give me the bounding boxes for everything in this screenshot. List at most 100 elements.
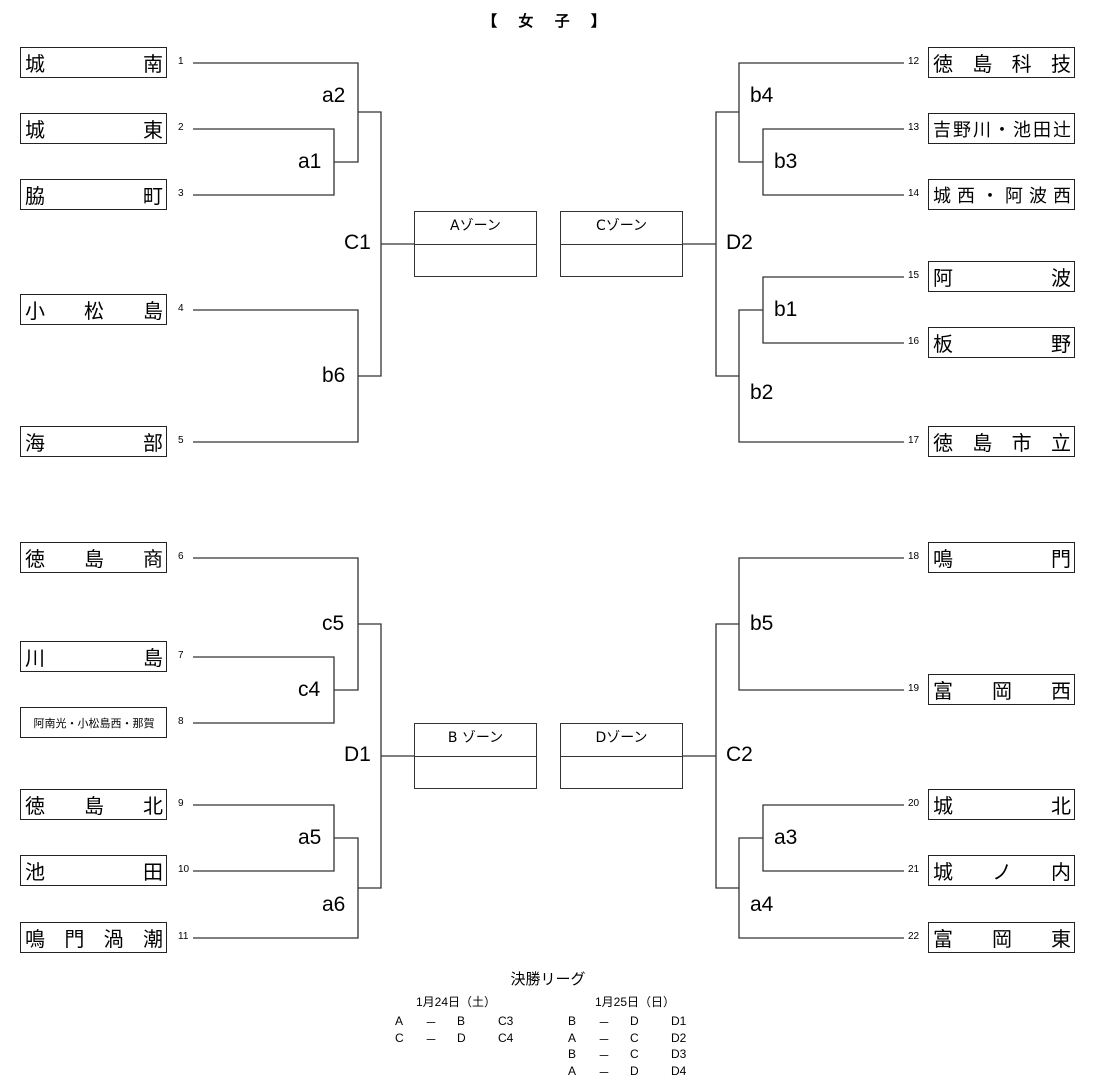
team-box: 城ノ内 (928, 855, 1075, 886)
team-name-char: 松 (84, 299, 104, 323)
seed-number: 18 (908, 551, 920, 562)
team-name-char: 町 (143, 184, 163, 208)
team-name-char: 徳 (25, 794, 45, 818)
team-name-char: 辻 (1053, 119, 1071, 141)
seed-number: 19 (908, 683, 920, 694)
seed-number: 5 (178, 435, 184, 446)
node-a4: a4 (750, 893, 774, 916)
node-c4: c4 (298, 678, 321, 701)
line-a6 (193, 837, 359, 939)
team-box: 川島 (20, 641, 167, 672)
team-name-char: 北 (1051, 794, 1071, 818)
team-name-char: 門 (64, 927, 85, 951)
team-name-char: 野 (1051, 332, 1071, 356)
team-box: 城西・阿波西 (928, 179, 1075, 210)
final-league-title: 決勝リーグ (510, 970, 586, 988)
team-name-char: 島 (143, 646, 163, 670)
match-away: D (630, 1014, 639, 1028)
node-a3: a3 (774, 826, 798, 849)
match-away: D (630, 1063, 639, 1078)
team-box: 城南 (20, 47, 167, 78)
team-name-char: 門 (1051, 547, 1071, 571)
team-box: 富岡西 (928, 674, 1075, 705)
line-c1 (358, 111, 414, 377)
team-name-char: 板 (933, 332, 953, 356)
page-title: 【 女 子 】 (482, 12, 614, 30)
team-box: 城北 (928, 789, 1075, 820)
node-d2: D2 (726, 231, 753, 254)
team-box: 徳島市立 (928, 426, 1075, 457)
team-name-char: 海 (25, 431, 45, 455)
team-name-char: ・ (981, 185, 999, 207)
match-home: A (568, 1063, 577, 1078)
team-name-char: 西 (957, 185, 975, 207)
team-name-char: 市 (1011, 431, 1032, 455)
team-name-char: 波 (1029, 185, 1047, 207)
team-box: 池田 (20, 855, 167, 886)
team-name-char: 西 (1051, 679, 1071, 703)
team-name-char: 城 (933, 860, 953, 884)
match-home: C (395, 1030, 404, 1045)
team-box: 富岡東 (928, 922, 1075, 953)
team-name-char: 部 (143, 431, 163, 455)
node-a5: a5 (298, 826, 322, 849)
line-c4 (193, 656, 335, 724)
team-name-char: 岡 (992, 679, 1012, 703)
team-box: 板野 (928, 327, 1075, 358)
team-name-char: 島 (143, 299, 163, 323)
line-b2 (738, 309, 904, 443)
team-name-char: 鳴 (25, 927, 45, 951)
team-name-char: 小 (25, 299, 45, 323)
zone-a-label: Aゾーン (415, 212, 536, 245)
team-name-char: 吉 (933, 119, 951, 141)
seed-number: 13 (908, 122, 920, 133)
match-away: D (457, 1030, 466, 1045)
seed-number: 11 (178, 931, 189, 942)
match-sep: － (425, 1016, 438, 1030)
line-a1 (193, 128, 335, 196)
team-box: 脇町 (20, 179, 167, 210)
node-d1: D1 (344, 743, 371, 766)
team-name-char: 鳴 (933, 547, 953, 571)
line-c2 (683, 623, 739, 889)
match-home: A (568, 1030, 577, 1045)
match-home: B (568, 1014, 577, 1028)
line-d2 (683, 111, 739, 377)
team-name-char: 徳 (25, 547, 45, 571)
team-name-char: 徳 (933, 52, 953, 76)
match-away: C (630, 1047, 639, 1061)
zone-d-label: Dゾーン (561, 724, 682, 757)
team-name-char: 北 (143, 794, 163, 818)
team-box: 城東 (20, 113, 167, 144)
match-code: C3 (498, 1014, 514, 1028)
day2-date: 1月25日（日） (595, 995, 676, 1009)
match-code: D2 (671, 1030, 687, 1045)
team-name-char: 野 (953, 119, 971, 141)
team-name-char: 城 (25, 52, 45, 76)
line-d1 (358, 623, 414, 889)
team-name-char: 島 (84, 547, 104, 571)
seed-number: 21 (908, 864, 920, 875)
team-name-char: ・ (993, 119, 1011, 141)
node-c2: C2 (726, 743, 753, 766)
team-box: 阿南光・小松島西・那賀 (20, 707, 167, 738)
team-box: 阿波 (928, 261, 1075, 292)
node-c1: C1 (344, 231, 371, 254)
team-name-char: 田 (143, 860, 163, 884)
zone-b-label: B ゾーン (415, 724, 536, 757)
team-name-char: 岡 (992, 927, 1012, 951)
team-name-char: 商 (143, 547, 163, 571)
team-box: 鳴門 (928, 542, 1075, 573)
match-code: D1 (671, 1014, 687, 1028)
match-code: D4 (671, 1063, 687, 1078)
team-name-char: 阿 (933, 266, 953, 290)
node-c5: c5 (322, 612, 345, 635)
seed-number: 15 (908, 270, 920, 281)
zone-b-box: B ゾーン (414, 723, 537, 789)
match-sep: － (598, 1049, 611, 1063)
seed-number: 10 (178, 864, 190, 875)
seed-number: 2 (178, 122, 184, 133)
seed-number: 7 (178, 650, 184, 661)
team-name: 阿南光・小松島西・那賀 (33, 716, 155, 730)
